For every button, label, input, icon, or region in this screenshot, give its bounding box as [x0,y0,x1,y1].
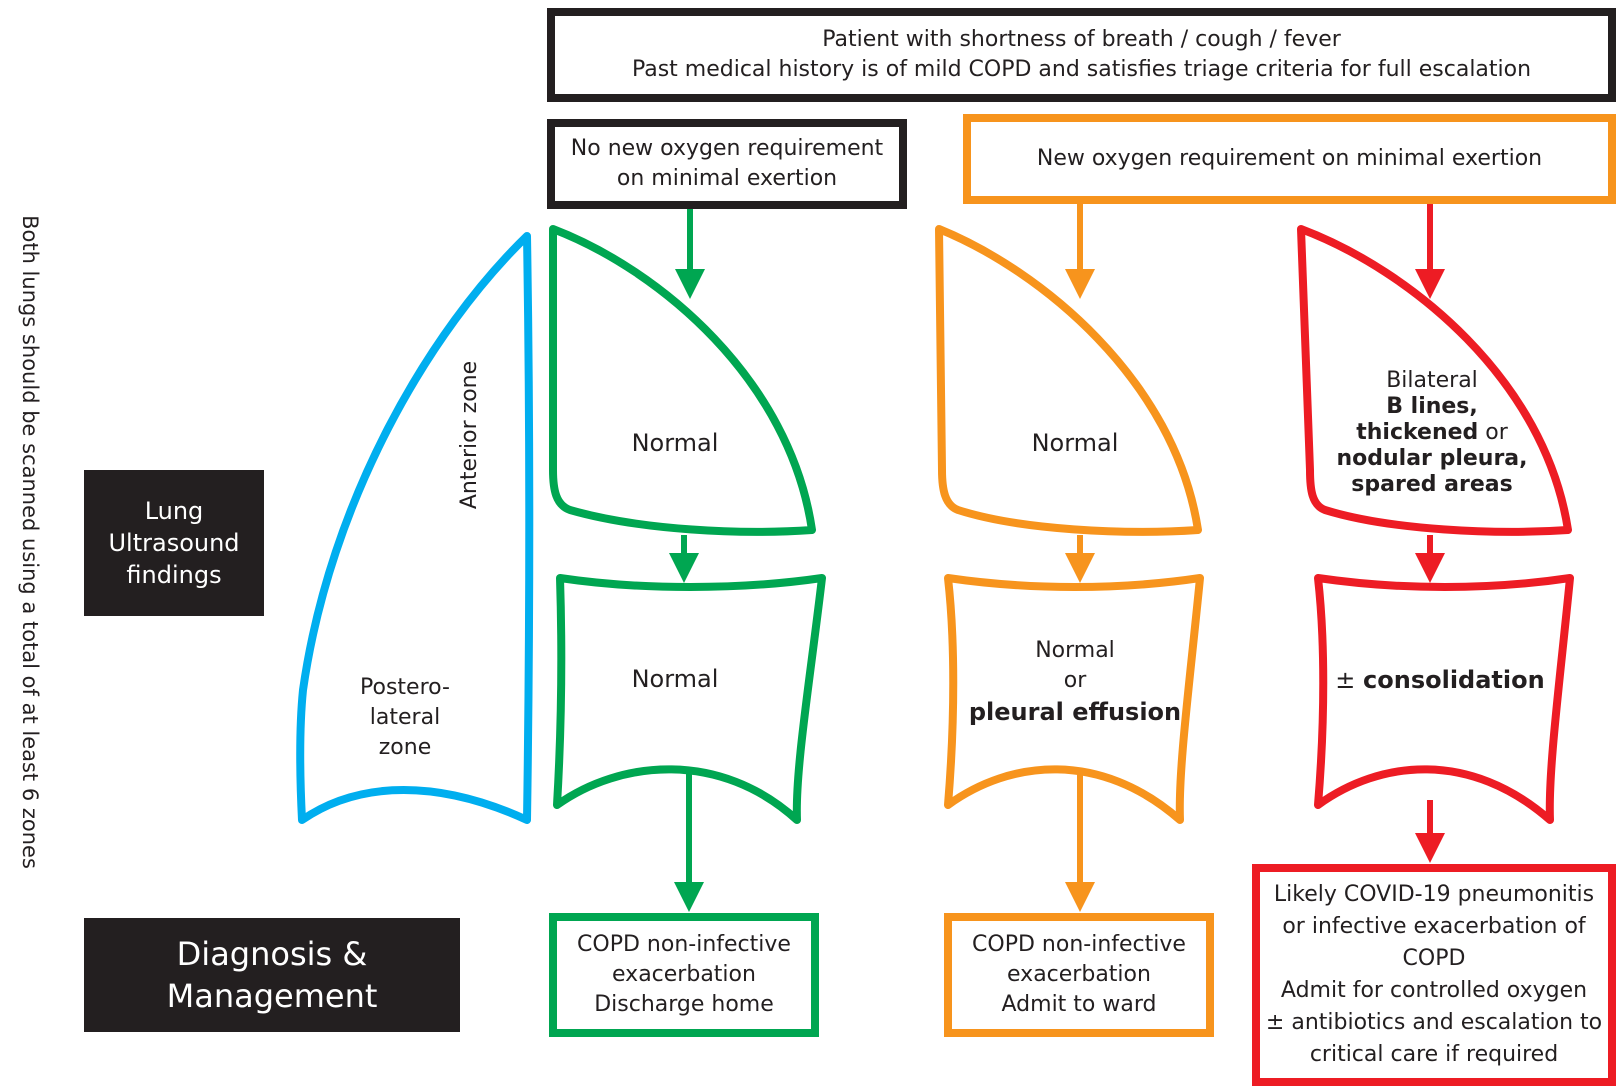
red-outcome-line2: or infective exacerbation of [1282,914,1586,939]
no-oxygen-line2: on minimal exertion [616,166,838,191]
red-posterior-pm: ± [1335,666,1364,694]
lus-row-label: Lung Ultrasound findings [84,470,264,616]
new-oxygen-text: New oxygen requirement on minimal exerti… [1036,146,1543,171]
red-outcome-line3: COPD [1402,946,1466,971]
top-box-line1: Patient with shortness of breath / cough… [822,27,1341,52]
top-box-line2: Past medical history is of mild COPD and… [631,57,1532,82]
top-box: Patient with shortness of breath / cough… [555,16,1608,94]
postero-line2: zone [378,735,432,760]
green-posterior-outline [553,574,826,824]
reference-lung-outline [296,232,534,824]
red-posterior-bold: consolidation [1363,666,1545,694]
green-posterior-label: Normal [631,665,719,693]
red-anterior-or: or [1478,420,1508,445]
green-outcome-line3: Discharge home [594,992,774,1017]
orange-anterior-outline [935,225,1202,536]
no-oxygen-box-border [547,119,907,209]
orange-anterior-label: Normal [1031,429,1119,457]
red-posterior-text: ± consolidation [1320,662,1560,698]
green-anterior-text: Normal [590,426,760,460]
dm-row-label: Diagnosis & Management [84,918,460,1032]
lus-line1: Lung [144,497,204,525]
red-anterior-bold2: thickened [1356,420,1479,445]
red-anterior-row3: thickened or [1356,420,1508,446]
red-outcome-line1: Likely COVID-19 pneumonitis [1273,882,1595,907]
green-anterior-outline [549,225,816,536]
lus-line3: findings [126,561,222,589]
green-anterior-label: Normal [631,429,719,457]
orange-posterior-outline [944,574,1204,824]
red-outcome-line5: ± antibiotics and escalation to [1265,1010,1603,1035]
orange-posterior-line2: or [1063,668,1087,693]
lus-line2: Ultrasound [108,529,240,557]
red-outcome-border [1252,864,1616,1086]
green-posterior-text: Normal [590,662,760,696]
green-outcome: COPD non-infective exacerbation Discharg… [557,921,811,1029]
orange-anterior-text: Normal [990,426,1160,460]
dm-line2: Management [166,977,378,1015]
orange-posterior-line3: pleural effusion [968,698,1182,726]
orange-outcome-border [944,913,1214,1037]
orange-posterior-line1: Normal [1035,638,1115,663]
orange-outcome-line1: COPD non-infective [972,932,1186,957]
postero-lateral-label: Postero-lateral zone [325,675,485,760]
red-outcome-line6: critical care if required [1309,1042,1559,1067]
orange-posterior-text: Normal or pleural effusion [950,632,1200,732]
postero-line1: Postero-lateral [360,675,450,730]
green-outcome-line1: COPD non-infective [577,932,791,957]
top-box-border [547,8,1616,102]
red-posterior-outline [1314,574,1574,824]
red-posterior-row: ± consolidation [1335,664,1544,696]
green-outcome-border [549,913,819,1037]
new-oxygen-box-border [963,114,1616,204]
side-note: Both lungs should be scanned using a tot… [18,215,42,869]
orange-outcome-line3: Admit to ward [1001,992,1157,1017]
no-oxygen-box: No new oxygen requirement on minimal exe… [555,127,899,201]
orange-outcome-line2: exacerbation [1007,962,1151,987]
red-outcome: Likely COVID-19 pneumonitis or infective… [1258,872,1610,1078]
red-anterior-bold1: B lines, [1386,394,1478,419]
no-oxygen-line1: No new oxygen requirement [570,136,884,161]
red-outcome-line4: Admit for controlled oxygen [1280,978,1588,1003]
anterior-zone-label: Anterior zone [457,360,482,510]
red-anterior-line1: Bilateral [1386,368,1478,393]
new-oxygen-box: New oxygen requirement on minimal exerti… [971,122,1608,196]
orange-outcome: COPD non-infective exacerbation Admit to… [952,921,1206,1029]
green-outcome-line2: exacerbation [612,962,756,987]
dm-line1: Diagnosis & [176,935,368,973]
red-anterior-text: Bilateral B lines, thickened or nodular … [1312,358,1552,508]
red-anterior-bold3: nodular pleura, [1336,446,1528,471]
red-anterior-bold4: spared areas [1351,472,1513,497]
